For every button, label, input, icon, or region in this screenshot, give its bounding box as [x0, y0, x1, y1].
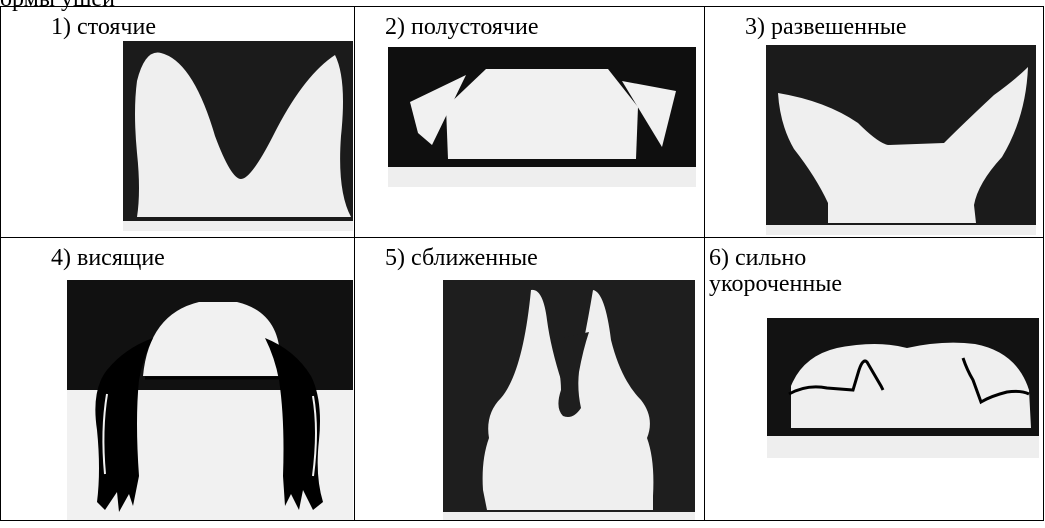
spread-ears-icon — [766, 45, 1036, 235]
ear-label-cropped: 6) сильно укороченные — [709, 245, 842, 297]
ear-label-spread: 3) развешенные — [745, 14, 907, 40]
ear-cell-standing: 1) стоячие — [1, 7, 355, 238]
ear-label-hanging: 4) висящие — [51, 245, 165, 271]
ear-cell-close-set: 5) сближенные — [355, 238, 705, 521]
standing-ears-icon — [123, 41, 353, 231]
cropped-ears-icon — [767, 318, 1039, 458]
ear-cell-cropped: 6) сильно укороченные — [705, 238, 1044, 521]
close-set-ears-icon — [443, 280, 695, 520]
ear-cell-semi-erect: 2) полустоячие — [355, 7, 705, 238]
ear-cell-hanging: 4) висящие — [1, 238, 355, 521]
semi-erect-ears-icon — [388, 47, 696, 187]
hanging-ears-icon — [67, 280, 353, 520]
ear-label-standing: 1) стоячие — [51, 14, 156, 40]
ear-types-table: 1) стоячие 2) полустоячие 3) развешенные — [0, 6, 1044, 521]
ear-label-semi-erect: 2) полустоячие — [385, 14, 538, 40]
ear-cell-spread: 3) развешенные — [705, 7, 1044, 238]
ear-label-close-set: 5) сближенные — [385, 245, 538, 271]
